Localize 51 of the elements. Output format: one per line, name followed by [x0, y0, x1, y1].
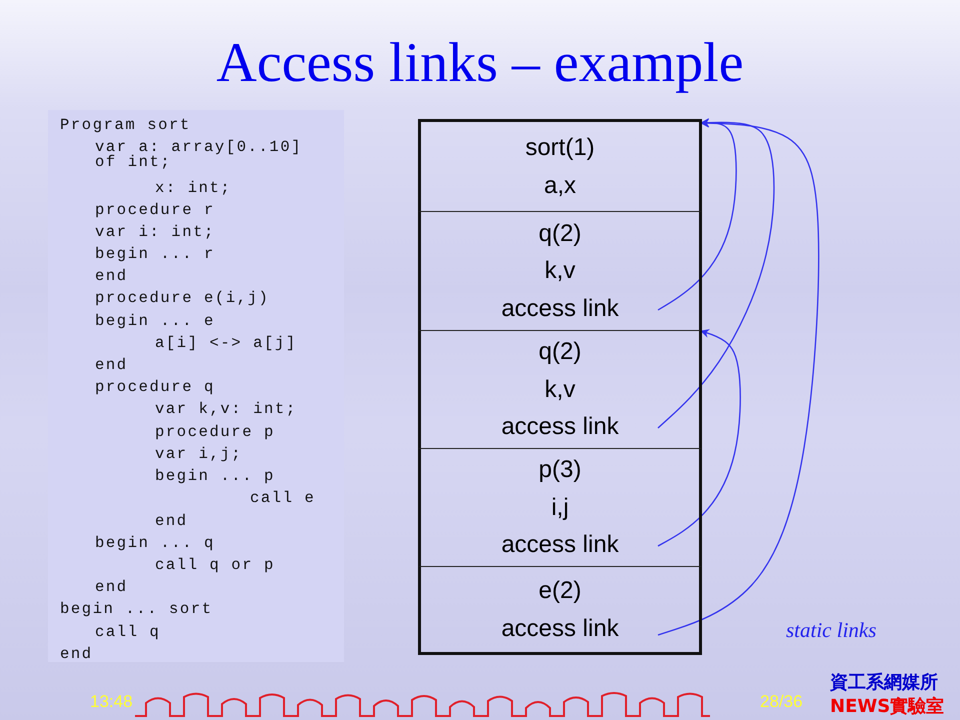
- slide-title: Access links – example: [215, 31, 745, 96]
- code-line: call q: [95, 622, 160, 643]
- frame-field: q(2): [538, 333, 582, 371]
- lab-name: NEWS實驗室: [830, 695, 944, 718]
- frame-field: e(2): [538, 572, 582, 610]
- code-line: var i,j;: [155, 444, 242, 465]
- code-line: procedure q: [95, 377, 215, 398]
- code-line: begin ... e: [95, 311, 215, 332]
- stack-frame: [418, 330, 702, 448]
- code-line: Program sort: [60, 115, 191, 136]
- page-number: 28/36: [760, 692, 803, 712]
- code-line: procedure r: [95, 200, 215, 221]
- stack-frame: [418, 448, 702, 566]
- frame-field: i,j: [551, 488, 569, 526]
- code-line: end: [95, 355, 128, 376]
- access-link-arrow: [658, 118, 775, 428]
- code-line: var k,v: int;: [155, 399, 297, 420]
- code-line: begin ... p: [155, 466, 275, 487]
- code-line: end: [60, 644, 93, 665]
- code-line: procedure e(i,j): [95, 288, 270, 309]
- access-link-arrow: [658, 118, 820, 636]
- annotation-text: static links: [786, 618, 876, 643]
- code-line: end: [95, 266, 128, 287]
- stack-frame: [418, 566, 702, 655]
- code-line: end: [155, 511, 188, 532]
- access-link-arrow: [658, 329, 741, 547]
- stack-frame: [418, 211, 702, 330]
- code-line: var i: int;: [95, 222, 215, 243]
- frame-field: access link: [501, 408, 619, 446]
- frame-field: sort(1): [525, 129, 595, 166]
- frame-field: access link: [501, 526, 619, 564]
- code-line: a[i] <-> a[j]: [155, 333, 297, 354]
- frame-field: k,v: [544, 252, 576, 290]
- frame-field: a,x: [544, 166, 576, 204]
- code-line: call q or p: [155, 555, 275, 576]
- stack-frame: [418, 119, 702, 211]
- frame-field: access link: [501, 290, 619, 328]
- code-line: begin ... q: [95, 533, 215, 554]
- code-line: call e: [250, 488, 316, 509]
- department-name: 資工系網媒所: [830, 671, 938, 694]
- code-line: begin ... r: [95, 244, 215, 265]
- code-line: procedure p: [155, 422, 275, 443]
- time-text: 13:48: [90, 692, 133, 712]
- code-line: begin ... sort: [60, 599, 213, 620]
- frame-field: q(2): [538, 214, 582, 252]
- frame-field: k,v: [544, 370, 576, 408]
- code-line: var a: array[0..10] of int;: [95, 137, 304, 170]
- frame-field: access link: [501, 610, 619, 647]
- code-line: end: [95, 577, 128, 598]
- code-line: x: int;: [155, 178, 232, 199]
- frame-field: p(3): [538, 451, 582, 489]
